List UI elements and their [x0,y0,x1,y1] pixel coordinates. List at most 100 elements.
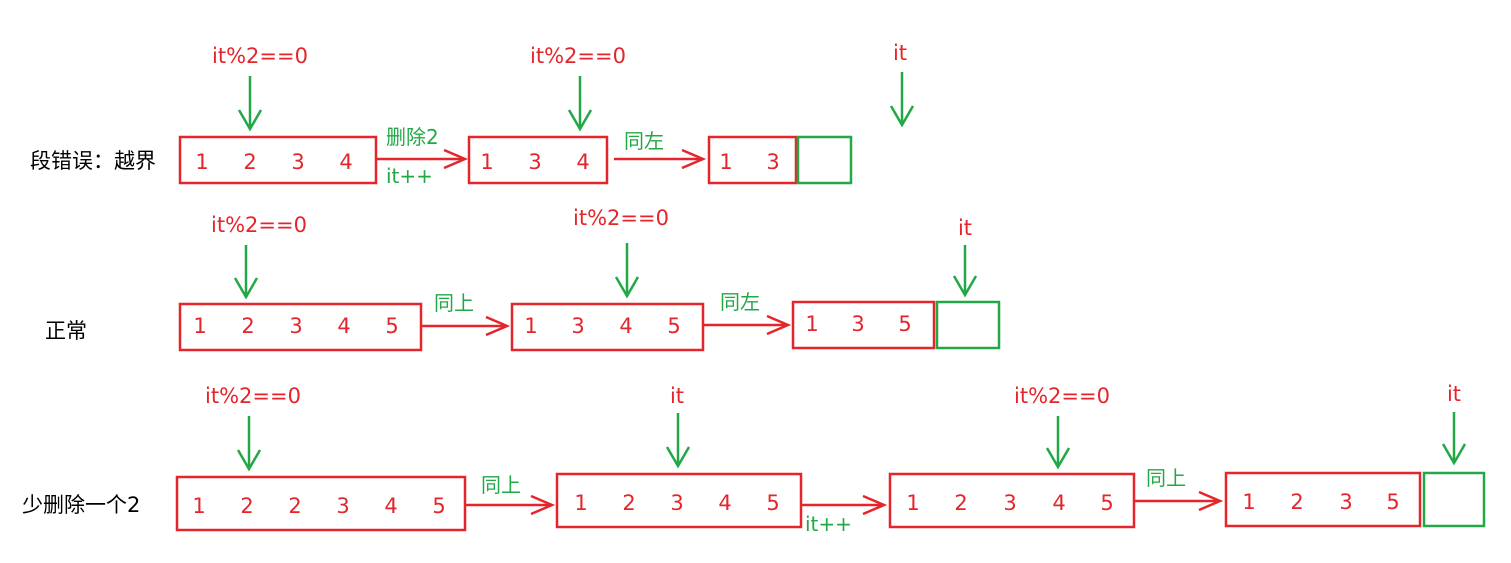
pointer-label: it%2==0 [573,206,669,230]
pointer-arrow-icon [614,243,640,299]
array-cell: 5 [432,494,445,518]
row-missed-delete: 少删除一个2 1 2 2 3 4 5 it%2==0 同上 1 2 3 4 [22,382,1486,536]
array-cell: 5 [667,314,680,338]
array-cell: 2 [1290,490,1303,514]
array-cell: 4 [384,494,397,518]
array-box: 1 2 3 4 5 [178,302,423,352]
transition-label-above: 删除2 [386,125,439,149]
array-box: 1 2 2 3 4 5 [175,475,467,532]
transition-label-below: it++ [805,512,852,536]
pointer-label: it%2==0 [211,213,307,237]
array-box: 1 2 3 4 5 [555,472,803,529]
row-normal: 正常 1 2 3 4 5 it%2==0 同上 1 3 4 5 it [45,206,1001,352]
pointer-label: it [670,384,684,408]
array-cell: 1 [193,314,206,338]
end-slot-box [796,135,853,185]
array-box-border [178,135,378,185]
transition-arrow-icon [704,314,792,336]
array-cell: 4 [1052,491,1065,515]
transition-arrow-icon [377,148,469,170]
transition-arrow-icon [422,315,511,337]
array-box-border [467,135,609,185]
transition-arrow-icon [1135,490,1224,512]
array-cell: 4 [576,150,589,174]
array-cell: 3 [1339,490,1352,514]
array-cell: 3 [851,312,864,336]
array-cell: 2 [288,494,301,518]
row-segfault: 段错误：越界 1 2 3 4 it%2==0 删除2 it++ 1 3 4 it… [30,41,915,188]
array-box-border [555,472,803,529]
transition-label-above: 同左 [720,290,760,314]
transition-arrow-icon [614,148,707,170]
array-box-border [707,135,798,185]
array-cell: 5 [1100,491,1113,515]
array-box-border [791,300,936,350]
row-label: 正常 [45,319,87,343]
array-cell: 1 [195,150,208,174]
array-cell: 1 [192,494,205,518]
array-cell: 1 [1242,490,1255,514]
array-cell: 4 [337,314,350,338]
transition-label-above: 同上 [1146,466,1186,490]
array-box: 1 2 3 4 5 [888,472,1136,529]
pointer-arrow-icon [1441,412,1467,466]
row-label: 段错误：越界 [30,149,156,173]
pointer-label: it%2==0 [212,44,308,68]
array-box: 1 3 4 5 [510,302,705,352]
array-cell: 4 [339,150,352,174]
array-cell: 5 [766,491,779,515]
array-cell: 3 [291,150,304,174]
array-cell: 2 [622,491,635,515]
pointer-label: it%2==0 [205,384,301,408]
array-cell: 3 [528,150,541,174]
transition-label-above: 同左 [624,129,664,153]
array-cell: 2 [243,150,256,174]
array-cell: 4 [619,314,632,338]
pointer-label: it%2==0 [530,44,626,68]
end-slot-box [935,300,1001,350]
array-cell: 3 [1003,491,1016,515]
array-cell: 3 [289,314,302,338]
array-cell: 1 [524,314,537,338]
array-cell: 2 [240,494,253,518]
pointer-label: it [958,216,972,240]
transition-arrow-icon [466,494,556,516]
array-box-border [1224,471,1422,528]
array-box-border [178,302,423,352]
pointer-label: it%2==0 [1014,384,1110,408]
array-box-border [175,475,467,532]
pointer-arrow-icon [236,416,262,472]
transition-label-above: 同上 [434,291,474,315]
pointer-arrow-icon [1045,416,1071,470]
array-box: 1 3 4 [467,135,609,185]
pointer-label: it [1447,382,1461,406]
array-box: 1 3 5 [791,300,936,350]
array-cell: 1 [906,491,919,515]
array-cell: 2 [241,314,254,338]
array-cell: 1 [805,312,818,336]
end-slot-box [1422,471,1486,528]
pointer-arrow-icon [665,413,691,469]
array-cell: 3 [336,494,349,518]
row-label: 少删除一个2 [22,493,140,517]
array-box: 1 2 3 5 [1224,471,1422,528]
pointer-arrow-icon [237,76,263,132]
array-cell: 3 [670,491,683,515]
transition-label-below: it++ [386,164,433,188]
array-cell: 1 [719,150,732,174]
pointer-arrow-icon [567,76,593,132]
array-box: 1 3 [707,135,798,185]
array-cell: 5 [1386,490,1399,514]
array-box-border [510,302,705,352]
pointer-arrow-icon [889,72,915,128]
array-cell: 3 [571,314,584,338]
pointer-arrow-icon [233,245,259,300]
transition-label-above: 同上 [481,473,521,497]
transition-arrow-icon [802,494,888,516]
pointer-arrow-icon [952,245,978,298]
array-box: 1 2 3 4 [178,135,378,185]
array-box-border [888,472,1136,529]
array-cell: 4 [718,491,731,515]
array-cell: 1 [480,150,493,174]
